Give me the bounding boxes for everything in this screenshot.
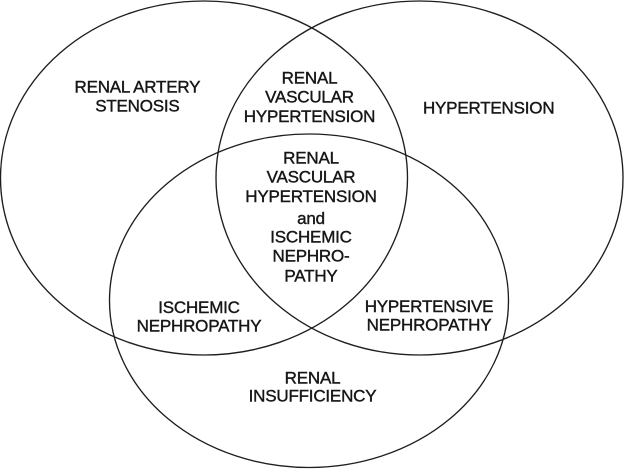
svg-text:VASCULAR: VASCULAR — [265, 88, 354, 107]
svg-text:RENAL ARTERY: RENAL ARTERY — [75, 78, 201, 97]
svg-text:NEPHRO-: NEPHRO- — [273, 247, 350, 266]
svg-text:ISCHEMIC: ISCHEMIC — [158, 298, 240, 317]
svg-text:HYPERTENSION: HYPERTENSION — [423, 99, 554, 118]
svg-text:HYPERTENSIVE: HYPERTENSIVE — [365, 297, 494, 316]
svg-text:VASCULAR: VASCULAR — [267, 168, 356, 187]
svg-text:RENAL: RENAL — [282, 68, 338, 87]
svg-text:HYPERTENSION: HYPERTENSION — [245, 187, 376, 206]
svg-text:PATHY: PATHY — [284, 266, 337, 285]
svg-text:INSUFFICIENCY: INSUFFICIENCY — [249, 386, 377, 405]
svg-text:RENAL: RENAL — [283, 149, 339, 168]
svg-text:HYPERTENSION: HYPERTENSION — [244, 107, 375, 126]
svg-text:RENAL: RENAL — [285, 368, 341, 387]
svg-text:NEPHROPATHY: NEPHROPATHY — [137, 316, 262, 335]
svg-text:and: and — [297, 209, 325, 228]
svg-text:ISCHEMIC: ISCHEMIC — [270, 228, 352, 247]
svg-text:STENOSIS: STENOSIS — [95, 97, 179, 116]
svg-text:NEPHROPATHY: NEPHROPATHY — [367, 316, 492, 335]
